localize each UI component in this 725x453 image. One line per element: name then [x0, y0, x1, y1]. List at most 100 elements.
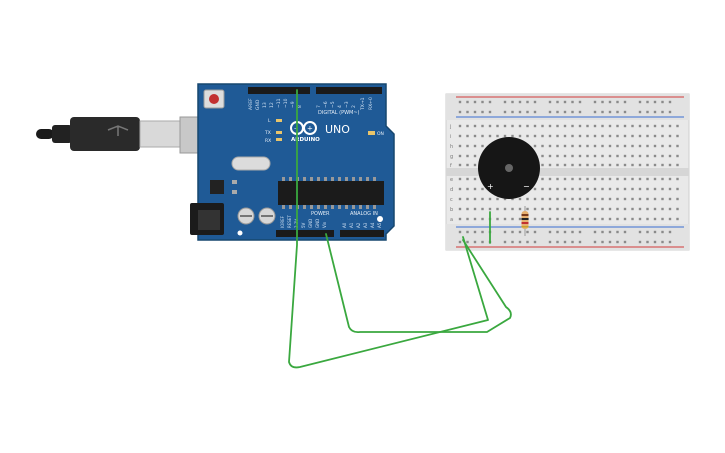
breadboard-hole[interactable]: [556, 187, 559, 191]
breadboard-hole[interactable]: [563, 124, 567, 128]
breadboard-hole[interactable]: [548, 163, 552, 167]
breadboard-hole[interactable]: [661, 187, 664, 191]
breadboard-hole[interactable]: [638, 124, 642, 128]
breadboard-hole[interactable]: [473, 187, 477, 191]
breadboard-hole[interactable]: [608, 187, 612, 191]
rail-hole[interactable]: [608, 100, 612, 104]
rail-hole[interactable]: [646, 110, 649, 114]
breadboard-hole[interactable]: [623, 124, 627, 128]
rail-hole[interactable]: [481, 100, 484, 104]
breadboard-hole[interactable]: [458, 217, 462, 221]
breadboard-hole[interactable]: [481, 187, 484, 191]
breadboard-hole[interactable]: [638, 197, 642, 201]
rail-hole[interactable]: [503, 230, 507, 234]
rail-hole[interactable]: [466, 100, 469, 104]
breadboard-hole[interactable]: [593, 177, 597, 181]
rail-hole[interactable]: [458, 100, 462, 104]
breadboard-hole[interactable]: [608, 124, 612, 128]
breadboard-hole[interactable]: [578, 154, 582, 158]
rail-hole[interactable]: [481, 230, 484, 234]
power-header[interactable]: [276, 230, 334, 237]
breadboard-hole[interactable]: [653, 154, 657, 158]
digital-header-right[interactable]: [316, 87, 382, 94]
breadboard-hole[interactable]: [593, 187, 597, 191]
breadboard-hole[interactable]: [593, 163, 597, 167]
rail-hole[interactable]: [593, 110, 597, 114]
rail-hole[interactable]: [623, 100, 627, 104]
rail-hole[interactable]: [458, 240, 462, 244]
breadboard-hole[interactable]: [676, 197, 679, 201]
breadboard-hole[interactable]: [638, 154, 642, 158]
breadboard-hole[interactable]: [571, 217, 574, 221]
breadboard-hole[interactable]: [533, 124, 537, 128]
breadboard-hole[interactable]: [623, 154, 627, 158]
wire-gnd-to-rail[interactable]: [325, 233, 512, 334]
rail-hole[interactable]: [563, 100, 567, 104]
breadboard-hole[interactable]: [496, 134, 499, 138]
rail-hole[interactable]: [458, 110, 462, 114]
breadboard-hole[interactable]: [631, 177, 634, 181]
breadboard-hole[interactable]: [601, 144, 604, 148]
breadboard-hole[interactable]: [503, 134, 507, 138]
rail-hole[interactable]: [473, 110, 477, 114]
breadboard-hole[interactable]: [481, 134, 484, 138]
breadboard-hole[interactable]: [473, 134, 477, 138]
rail-hole[interactable]: [601, 240, 604, 244]
arduino-uno-board[interactable]: AREF GND 13 12 ~11 ~10 ~9 8 7 ~6 ~5 4 ~3…: [190, 83, 395, 241]
breadboard-hole[interactable]: [661, 217, 664, 221]
breadboard-hole[interactable]: [473, 154, 477, 158]
rail-hole[interactable]: [578, 100, 582, 104]
breadboard-hole[interactable]: [623, 217, 627, 221]
rail-hole[interactable]: [556, 110, 559, 114]
breadboard-hole[interactable]: [593, 207, 597, 211]
breadboard-hole[interactable]: [638, 207, 642, 211]
breadboard-hole[interactable]: [533, 144, 537, 148]
breadboard-hole[interactable]: [653, 217, 657, 221]
breadboard-hole[interactable]: [608, 163, 612, 167]
breadboard-hole[interactable]: [458, 154, 462, 158]
breadboard-hole[interactable]: [653, 197, 657, 201]
breadboard-hole[interactable]: [571, 163, 574, 167]
breadboard-hole[interactable]: [593, 217, 597, 221]
breadboard-hole[interactable]: [496, 207, 499, 211]
rail-hole[interactable]: [578, 240, 582, 244]
breadboard-hole[interactable]: [518, 197, 522, 201]
breadboard-hole[interactable]: [548, 124, 552, 128]
breadboard-hole[interactable]: [631, 197, 634, 201]
breadboard-hole[interactable]: [496, 217, 499, 221]
breadboard-hole[interactable]: [586, 134, 589, 138]
rail-hole[interactable]: [623, 230, 627, 234]
breadboard-hole[interactable]: [601, 163, 604, 167]
breadboard-hole[interactable]: [668, 154, 672, 158]
breadboard-hole[interactable]: [601, 177, 604, 181]
breadboard-hole[interactable]: [623, 207, 627, 211]
breadboard-hole[interactable]: [526, 124, 529, 128]
breadboard-hole[interactable]: [563, 144, 567, 148]
breadboard-hole[interactable]: [578, 177, 582, 181]
breadboard-hole[interactable]: [481, 124, 484, 128]
breadboard-hole[interactable]: [661, 197, 664, 201]
rail-hole[interactable]: [563, 240, 567, 244]
breadboard-hole[interactable]: [616, 177, 619, 181]
breadboard-hole[interactable]: [616, 124, 619, 128]
breadboard-hole[interactable]: [586, 124, 589, 128]
rail-hole[interactable]: [623, 240, 627, 244]
rail-hole[interactable]: [503, 100, 507, 104]
breadboard-hole[interactable]: [533, 134, 537, 138]
breadboard-hole[interactable]: [601, 217, 604, 221]
rail-hole[interactable]: [601, 230, 604, 234]
breadboard-hole[interactable]: [548, 217, 552, 221]
breadboard-hole[interactable]: [526, 207, 529, 211]
breadboard-hole[interactable]: [488, 207, 492, 211]
breadboard-hole[interactable]: [541, 124, 544, 128]
breadboard-hole[interactable]: [676, 187, 679, 191]
rail-hole[interactable]: [503, 110, 507, 114]
breadboard-hole[interactable]: [473, 217, 477, 221]
breadboard-hole[interactable]: [646, 163, 649, 167]
breadboard-hole[interactable]: [563, 163, 567, 167]
breadboard-hole[interactable]: [466, 207, 469, 211]
rail-hole[interactable]: [646, 240, 649, 244]
breadboard-hole[interactable]: [541, 197, 544, 201]
rail-hole[interactable]: [511, 100, 514, 104]
breadboard-hole[interactable]: [623, 163, 627, 167]
